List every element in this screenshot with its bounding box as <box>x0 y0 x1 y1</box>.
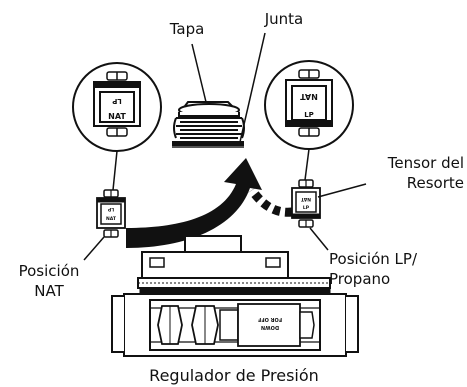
removal-arrow <box>126 158 262 248</box>
gasket-leader-line <box>239 32 266 143</box>
nat-zoom-connector <box>112 150 118 191</box>
cap-illustration <box>173 101 245 139</box>
lp-small-mark-bottom: LP <box>303 205 310 211</box>
lp-spring-retainer <box>291 179 321 228</box>
lp-zoom-connector <box>304 148 310 181</box>
install-dashed-arrow <box>248 187 293 217</box>
lp-zoom-mark-top: NAT <box>300 92 318 101</box>
nat-zoom-circle <box>72 62 162 152</box>
pressure-regulator-illustration <box>111 235 359 357</box>
gasket-illustration <box>172 141 244 148</box>
nat-small-mark-bottom: NAT <box>106 216 117 222</box>
lp-position-label-line1: Posición LP/ <box>329 250 418 268</box>
lp-position-label-line2: Propano <box>329 270 390 288</box>
spring-retainer-label-line2: Resorte <box>407 174 464 192</box>
lp-zoom-mark-bottom: LP <box>304 111 314 119</box>
nat-spring-retainer <box>96 189 126 238</box>
spring-retainer-leader-line <box>317 183 367 198</box>
nat-position-leader-line <box>83 236 105 261</box>
lp-position-leader-line <box>309 227 329 251</box>
gasket-label: Junta <box>264 10 304 28</box>
nat-position-label-line2: NAT <box>34 282 64 300</box>
nat-position-label-line1: Posición <box>19 262 80 280</box>
spring-retainer-label-line1: Tensor del <box>387 154 464 172</box>
regulator-label: Regulador de Presión <box>149 366 319 385</box>
lp-zoom-circle <box>264 60 354 150</box>
regulator-mark-line1: FOR OFF <box>258 316 282 322</box>
regulator-mark-line2: DOWN <box>261 324 279 330</box>
cap-label: Tapa <box>169 20 205 38</box>
nat-zoom-mark-top: LP <box>112 97 122 105</box>
cap-leader-line <box>191 43 207 103</box>
nat-zoom-mark-bottom: NAT <box>108 112 126 121</box>
lp-small-mark-top: NAT <box>300 196 311 202</box>
nat-small-mark-top: LP <box>107 206 114 212</box>
